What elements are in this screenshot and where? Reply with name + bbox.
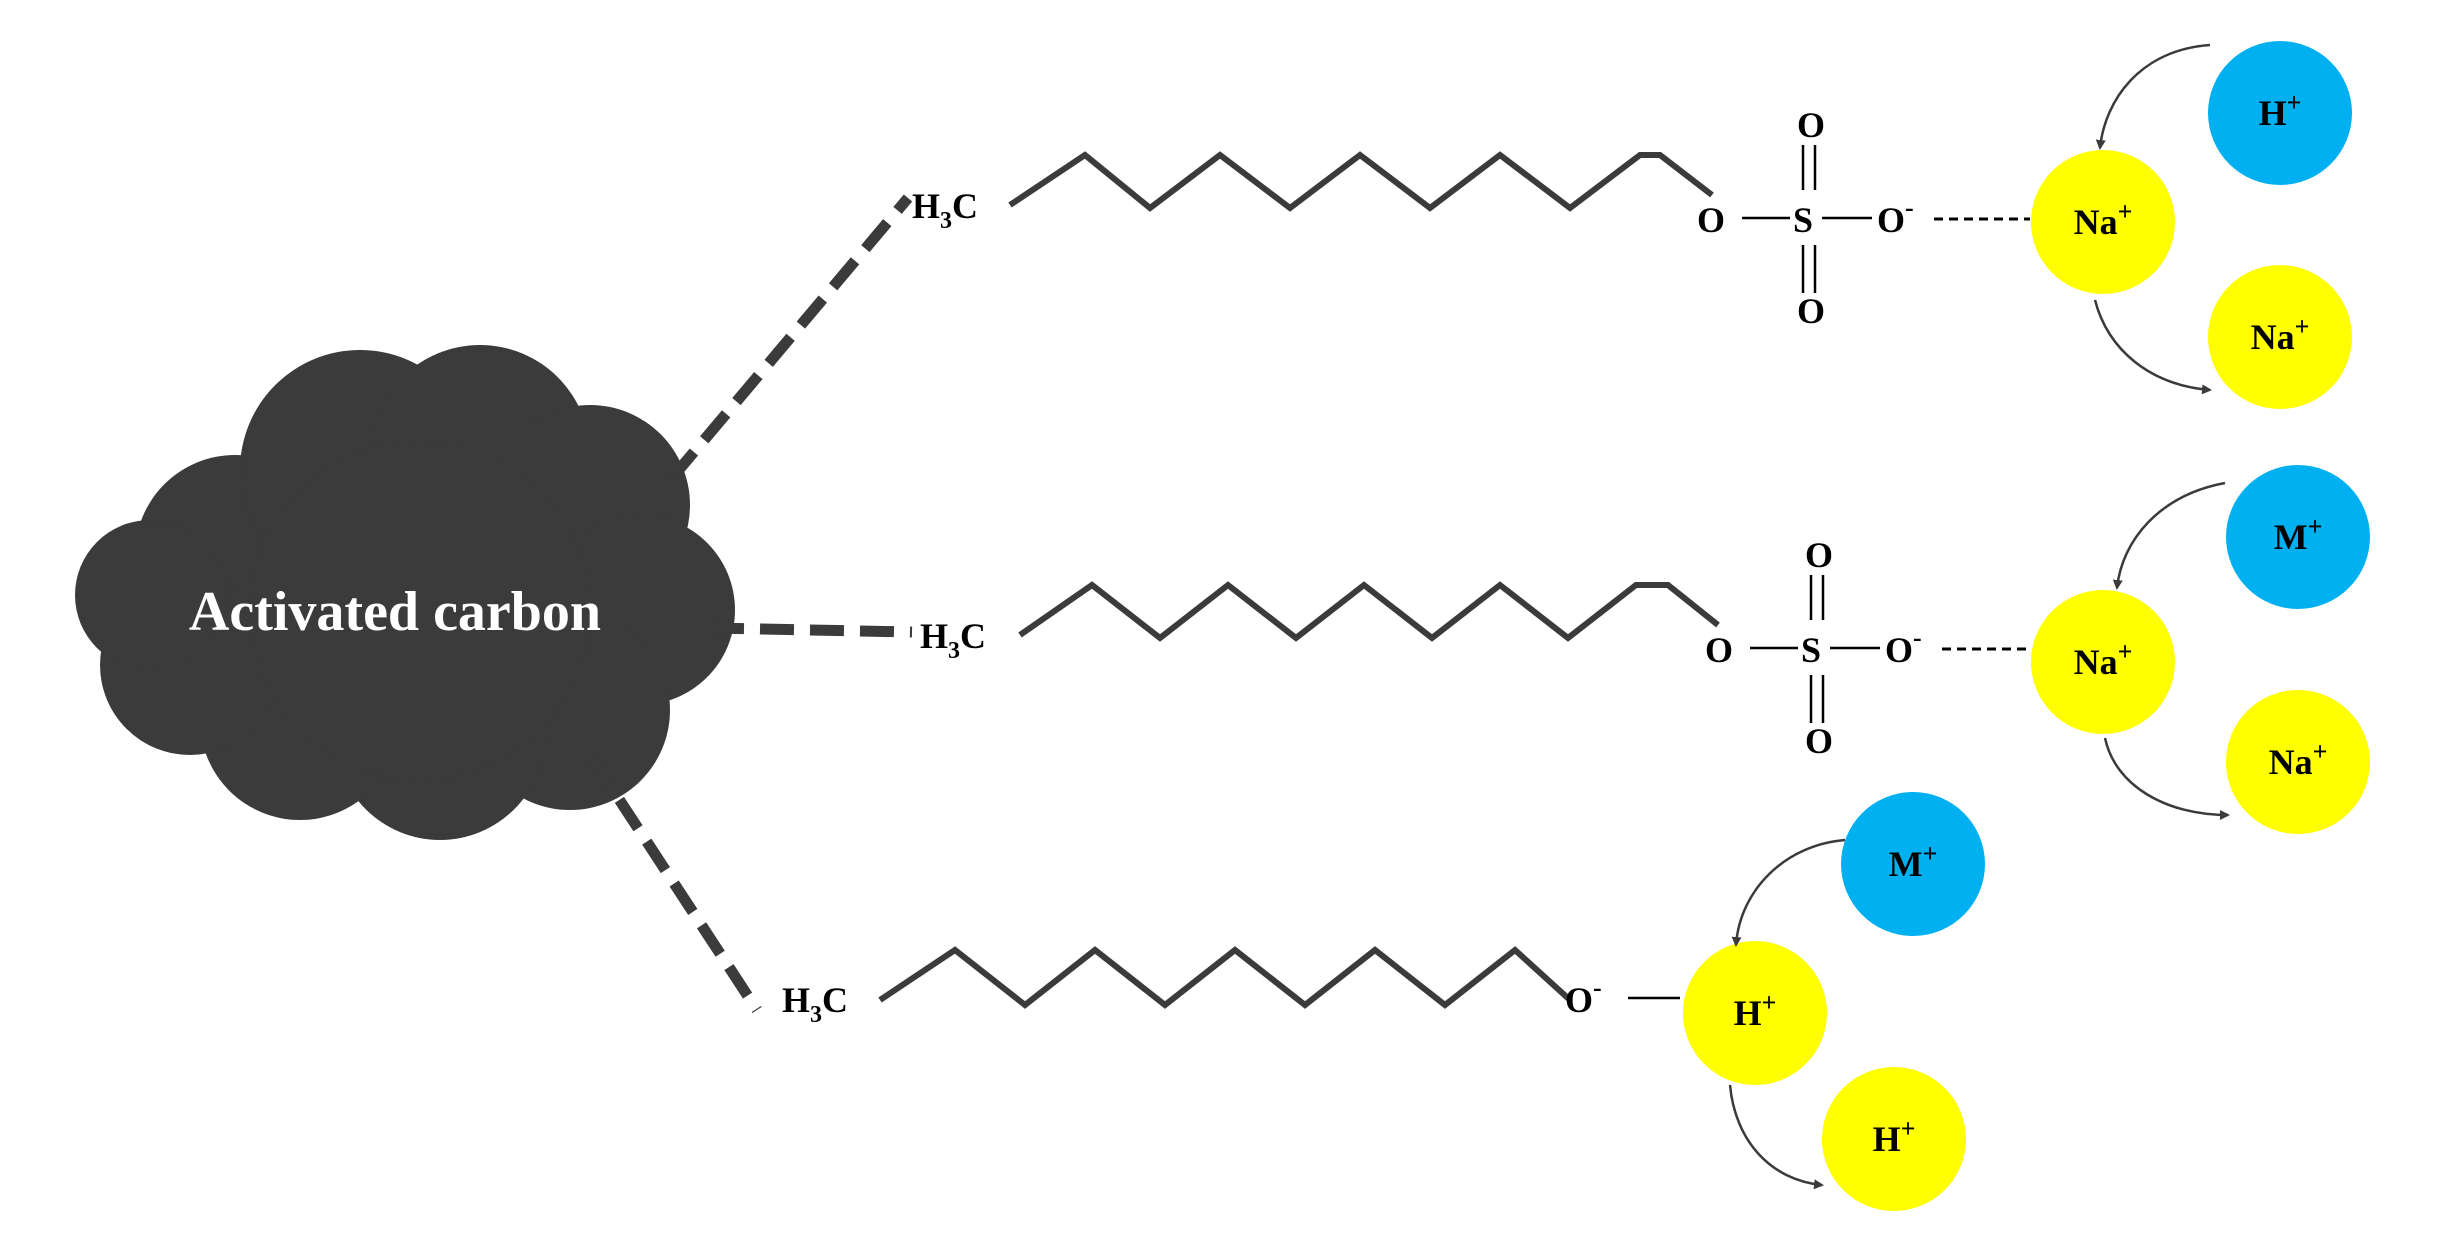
anionic-oxygen: O- <box>1565 973 1602 1020</box>
exchange-arrow-in <box>1731 838 1846 947</box>
ion-circle <box>2208 41 2352 185</box>
ion-label: Na+ <box>2074 197 2133 242</box>
ion-label: H+ <box>1734 988 1777 1033</box>
incoming-ion-h: H+ <box>2208 41 2352 185</box>
surfactant-chain-1: H3C O S O O O- H+ Na+ <box>912 41 2352 409</box>
exchange-arrow-in <box>2112 481 2226 590</box>
alkyl-chain <box>1018 581 1720 642</box>
surfactant-chain-2: H3C O S O O O- M+ Na+ <box>920 465 2370 834</box>
exchange-arrow-out <box>1728 1084 1824 1190</box>
alkyl-chain <box>1008 151 1714 212</box>
sulfur-atom: S <box>1801 630 1821 670</box>
activated-carbon-label: Activated carbon <box>189 581 601 643</box>
connector-chain-3 <box>587 754 762 1014</box>
sulfur-atom: S <box>1793 200 1813 240</box>
oxo-oxygen-top: O <box>1797 105 1825 145</box>
bound-ion-h: H+ <box>1683 941 1827 1085</box>
exchange-arrow-out <box>2103 737 2230 820</box>
ester-oxygen: O <box>1697 200 1725 240</box>
exchange-arrow-out <box>2093 299 2212 395</box>
alkyl-chain <box>878 946 1573 1009</box>
ion-circle <box>2208 265 2352 409</box>
ion-label: H+ <box>1873 1114 1916 1159</box>
surfactant-chain-3: H3C O- M+ H+ H+ <box>782 792 1985 1211</box>
released-ion-na: Na+ <box>2226 690 2370 834</box>
bound-ion-na: Na+ <box>2031 150 2175 294</box>
incoming-ion-m: M+ <box>1841 792 1985 936</box>
ion-circle <box>1841 792 1985 936</box>
ion-circle <box>2226 690 2370 834</box>
ion-label: Na+ <box>2269 737 2328 782</box>
methyl-group: H3C <box>782 980 848 1028</box>
anionic-oxygen: O- <box>1877 193 1914 240</box>
exchange-arrow-in <box>2095 43 2211 150</box>
ester-oxygen: O <box>1705 630 1733 670</box>
released-ion-na: Na+ <box>2208 265 2352 409</box>
connector-chain-1 <box>667 194 913 482</box>
ion-label: H+ <box>2259 88 2302 133</box>
incoming-ion-m: M+ <box>2226 465 2370 609</box>
ion-label: M+ <box>2274 512 2323 557</box>
ion-label: Na+ <box>2251 312 2310 357</box>
ion-label: M+ <box>1889 839 1938 884</box>
oxo-oxygen-bottom: O <box>1805 721 1833 761</box>
cloud-shape <box>75 345 735 840</box>
activated-carbon-cloud: Activated carbon <box>75 345 735 840</box>
ion-label: Na+ <box>2074 637 2133 682</box>
oxo-oxygen-bottom: O <box>1797 291 1825 331</box>
ion-circle <box>1683 941 1827 1085</box>
ion-circle <box>2031 590 2175 734</box>
ion-circle <box>2031 150 2175 294</box>
ion-circle <box>2226 465 2370 609</box>
ion-circle <box>1822 1067 1966 1211</box>
oxo-oxygen-top: O <box>1805 535 1833 575</box>
methyl-group: H3C <box>920 616 986 664</box>
released-ion-h: H+ <box>1822 1067 1966 1211</box>
anionic-oxygen: O- <box>1885 623 1922 670</box>
methyl-group: H3C <box>912 186 978 234</box>
connector-chain-2 <box>709 622 913 638</box>
bound-ion-na: Na+ <box>2031 590 2175 734</box>
